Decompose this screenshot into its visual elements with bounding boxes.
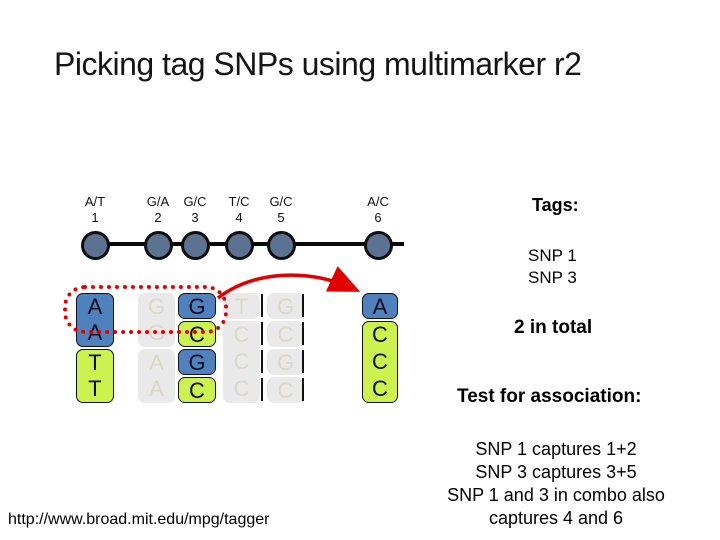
allele-box-green: T T: [76, 349, 114, 403]
snp-alleles: A/T: [84, 194, 106, 209]
allele-cell: G: [147, 294, 166, 319]
allele-cell: C: [372, 375, 388, 401]
snp-number: 2: [154, 210, 162, 225]
allele-cell: A: [372, 294, 388, 319]
allele-cell: G: [188, 350, 206, 375]
haplotype-column-snp4: T C C C: [223, 293, 260, 405]
snp-label-2: G/A 2: [133, 194, 183, 226]
snp-number: 5: [277, 210, 285, 225]
snp-marker-1: [81, 231, 110, 260]
test-association-label: Test for association:: [457, 386, 642, 407]
allele-box-green: C: [178, 377, 216, 403]
snp-label-1: A/T 1: [70, 194, 120, 226]
allele-cell: T: [88, 376, 102, 401]
allele-cell: T: [234, 294, 249, 319]
allele-box-green: C C C: [362, 321, 398, 403]
snp-number: 6: [374, 210, 382, 225]
capture-caption: SNP 1 captures 1+2 SNP 3 captures 3+5 SN…: [396, 438, 716, 530]
allele-cell: G: [188, 294, 206, 319]
snp-label-4: T/C 4: [214, 194, 264, 226]
caption-line: SNP 1 and 3 in combo also: [447, 485, 665, 505]
allele-cell: A: [149, 376, 164, 401]
tag-haplotype-column: A C C C: [362, 293, 398, 405]
haplotype-column-snp3: G C G C: [178, 293, 216, 405]
allele-cell: C: [233, 349, 250, 374]
allele-box-gray: G: [267, 349, 304, 375]
allele-box-blue: G: [178, 349, 216, 375]
snp-marker-2: [144, 231, 173, 260]
snp-alleles: G/C: [183, 194, 207, 209]
snp-number: 1: [91, 210, 99, 225]
snp-marker-5: [267, 231, 296, 260]
allele-box-gray: C C C: [223, 321, 260, 403]
allele-box-blue: A: [362, 293, 398, 319]
caption-line: SNP 1 captures 1+2: [475, 439, 637, 459]
allele-cell: G: [276, 294, 295, 319]
tag-item: SNP 3: [528, 268, 577, 287]
snp-alleles: G/A: [146, 194, 170, 209]
allele-cell: C: [189, 378, 205, 403]
snp-marker-3: [181, 231, 210, 260]
snp-label-5: G/C 5: [256, 194, 306, 226]
snp-alleles: A/C: [367, 194, 389, 209]
snp-alleles: T/C: [228, 194, 250, 209]
allele-cell: C: [233, 322, 250, 348]
snp-number: 3: [191, 210, 199, 225]
allele-box-gray: A A: [138, 349, 175, 403]
tags-heading: Tags:: [532, 195, 579, 215]
allele-cell: C: [189, 322, 205, 347]
snp-label-3: G/C 3: [170, 194, 220, 226]
allele-box-gray: C: [267, 321, 304, 347]
allele-cell: C: [277, 378, 294, 403]
snp-marker-4: [225, 231, 254, 260]
allele-cell: G: [276, 350, 295, 375]
allele-cell: C: [372, 349, 388, 374]
caption-line: SNP 3 captures 3+5: [475, 462, 637, 482]
snp-alleles: G/C: [269, 194, 293, 209]
allele-cell: T: [88, 350, 102, 375]
allele-cell: C: [372, 322, 388, 348]
allele-cell: C: [233, 375, 250, 401]
allele-box-gray: C: [267, 377, 304, 403]
allele-box-gray: G: [267, 293, 304, 319]
snp-marker-6: [364, 231, 393, 260]
tag-count-note: 2 in total: [514, 317, 593, 338]
snp-number: 4: [235, 210, 243, 225]
slide-title: Picking tag SNPs using multimarker r2: [54, 46, 582, 82]
footer-url: http://www.broad.mit.edu/mpg/tagger: [8, 511, 270, 528]
column-divider-line: [261, 294, 263, 404]
allele-cell: A: [87, 294, 103, 319]
column-divider-line: [302, 294, 304, 404]
tag-item: SNP 1: [528, 246, 577, 265]
allele-cell: C: [277, 322, 294, 347]
allele-box-green: C: [178, 321, 216, 347]
caption-line: captures 4 and 6: [488, 508, 624, 528]
tags-list: SNP 1 SNP 3: [528, 245, 577, 289]
selection-oval: [63, 285, 228, 334]
allele-box-gray: T: [223, 293, 260, 319]
allele-cell: A: [149, 350, 164, 375]
snp-label-6: A/C 6: [353, 194, 403, 226]
haplotype-column-snp5: G C G C: [267, 293, 304, 405]
